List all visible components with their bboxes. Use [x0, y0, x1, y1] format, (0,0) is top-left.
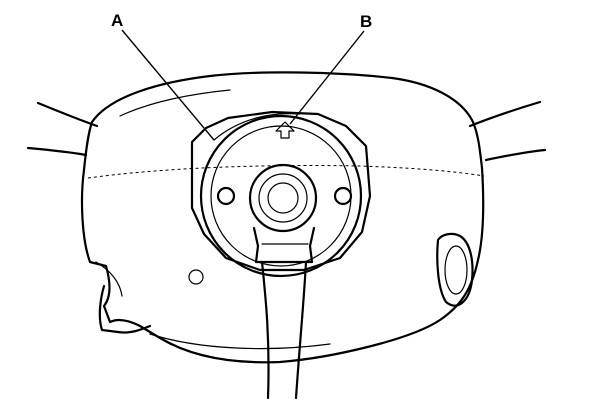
callout-a-leader	[121, 29, 215, 141]
callout-b-leader	[289, 30, 365, 125]
callout-a-label: A	[111, 11, 123, 30]
cable-reel	[190, 110, 372, 278]
callout-a: A	[111, 11, 215, 141]
reel-cable-connector	[252, 226, 316, 264]
reel-alignment-arrow	[275, 121, 295, 139]
callout-b: B	[289, 12, 372, 125]
steering-wheel-spokes	[26, 100, 547, 162]
reel-left-hole	[216, 186, 236, 206]
callout-b-label: B	[360, 12, 372, 31]
cover-screw-hole	[188, 269, 204, 285]
steering-shaft-hub	[248, 163, 318, 233]
ribbon-cable	[260, 260, 308, 400]
column-cover	[80, 71, 485, 364]
reel-right-hole	[333, 186, 353, 206]
side-switch-knob	[436, 232, 474, 307]
lower-bracket	[98, 284, 152, 334]
